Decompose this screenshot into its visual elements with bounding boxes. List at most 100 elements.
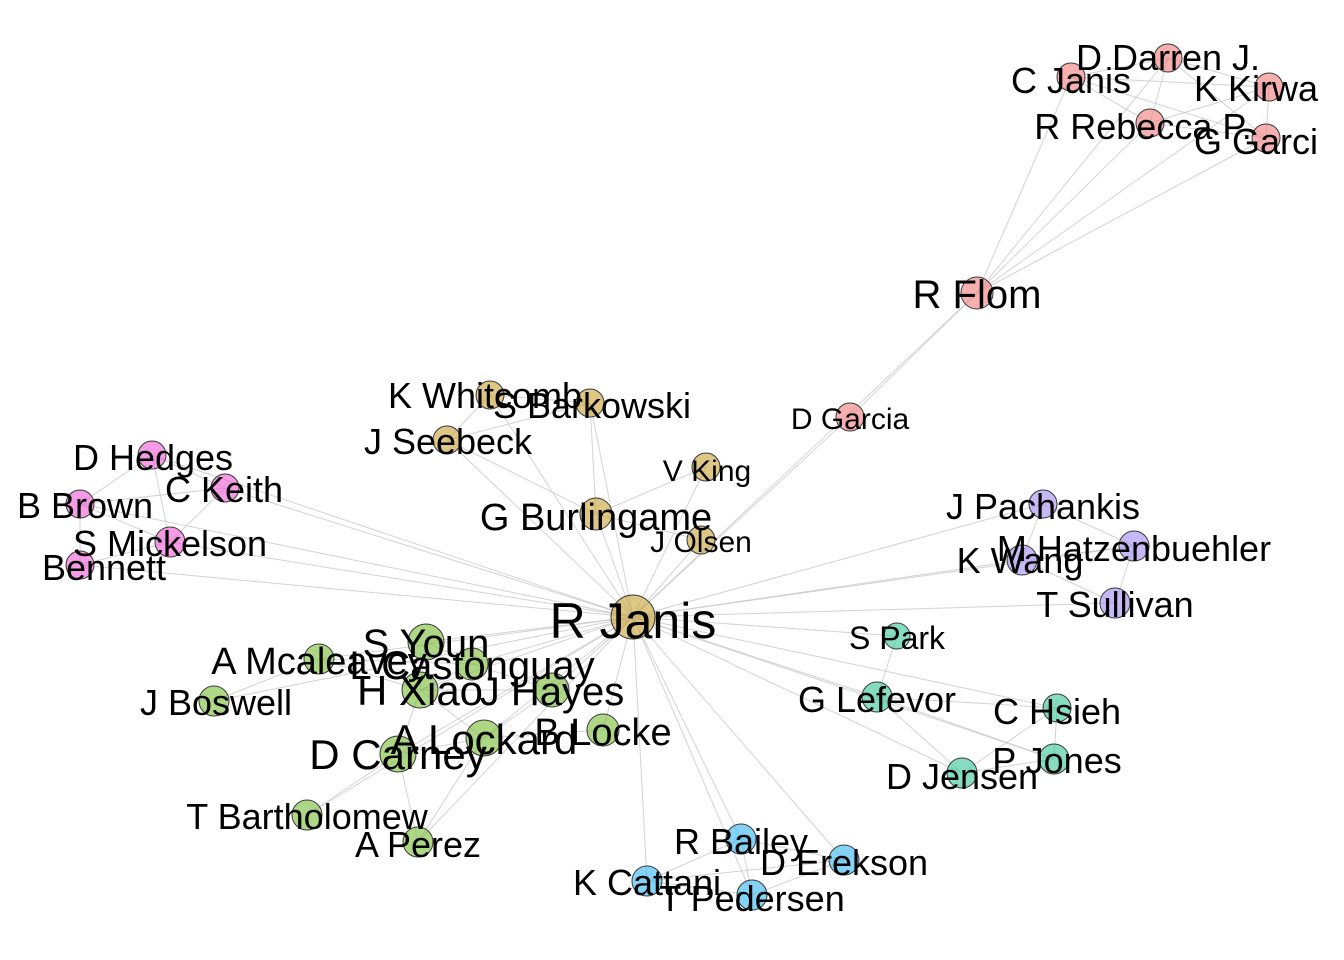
edge-glefevor-chsieh bbox=[876, 696, 1058, 709]
edge-rflom-kkirwan bbox=[976, 86, 1270, 294]
node-jolsen[interactable] bbox=[686, 525, 716, 555]
node-aperez[interactable] bbox=[402, 826, 434, 858]
node-lcastonguay[interactable] bbox=[455, 647, 489, 681]
node-tsullivan[interactable] bbox=[1099, 587, 1131, 619]
edge-bbrown-smickelson bbox=[79, 503, 171, 543]
edge-rflom-rrebecca bbox=[976, 122, 1151, 294]
edge-rjanis-amcaleavey bbox=[318, 616, 634, 660]
node-label-vking: V King bbox=[663, 455, 751, 488]
node-bbrown[interactable] bbox=[65, 489, 95, 519]
node-label-lcastonguay: L Castonguay bbox=[349, 644, 594, 688]
edge-rjanis-smickelson bbox=[169, 541, 634, 618]
node-rrebecca[interactable] bbox=[1135, 108, 1165, 138]
node-spark[interactable] bbox=[883, 622, 911, 650]
node-jhayes[interactable] bbox=[534, 672, 570, 708]
node-label-tsullivan: T Sullivan bbox=[1036, 584, 1193, 625]
node-amcaleavey[interactable] bbox=[303, 643, 335, 675]
node-label-smickelson: S Mickelson bbox=[73, 523, 267, 564]
node-label-kwhitcomb: K Whitcomb bbox=[388, 375, 582, 416]
node-vking[interactable] bbox=[691, 452, 721, 482]
node-ddarren[interactable] bbox=[1153, 43, 1183, 73]
node-rflom[interactable] bbox=[960, 276, 994, 310]
node-cjanis[interactable] bbox=[1056, 62, 1086, 92]
node-rbailey[interactable] bbox=[725, 823, 757, 855]
network-nodes bbox=[65, 43, 1284, 911]
edge-rbailey-derekson bbox=[740, 838, 845, 861]
node-smickelson[interactable] bbox=[154, 526, 186, 558]
edge-rjanis-chsieh bbox=[632, 616, 1058, 709]
edge-mhatzenbuehler-kwang bbox=[1021, 545, 1135, 561]
node-label-rrebecca: R Rebecca P. bbox=[1034, 106, 1251, 147]
node-kwhitcomb[interactable] bbox=[475, 380, 505, 410]
edge-rjanis-jseebeck bbox=[446, 439, 634, 618]
edge-glefevor-djensen bbox=[876, 696, 963, 774]
edge-kcattani-tpedersen bbox=[646, 880, 753, 896]
node-label-kcattani: K Cattani bbox=[573, 862, 721, 903]
edge-rbailey-kcattani bbox=[646, 838, 742, 882]
edge-rjanis-dgarcia bbox=[632, 416, 851, 618]
node-gburlingame[interactable] bbox=[579, 497, 613, 531]
edge-cjanis-ggarcia bbox=[1070, 76, 1267, 139]
node-djensen[interactable] bbox=[946, 757, 978, 789]
node-dcarney[interactable] bbox=[379, 735, 417, 773]
edge-rflom-cjanis bbox=[976, 76, 1072, 294]
node-label-rjanis: R Janis bbox=[550, 593, 717, 649]
node-jpachankis[interactable] bbox=[1028, 489, 1058, 519]
node-syoun[interactable] bbox=[407, 623, 445, 661]
node-derekson[interactable] bbox=[828, 844, 860, 876]
edge-cjanis-ddarren bbox=[1070, 57, 1169, 78]
node-tbartholomew[interactable] bbox=[291, 799, 323, 831]
node-kkirwan[interactable] bbox=[1254, 72, 1284, 102]
node-dhedges[interactable] bbox=[137, 440, 167, 470]
node-chsieh[interactable] bbox=[1042, 693, 1072, 723]
edge-amcaleavey-jboswell bbox=[213, 658, 320, 702]
node-kcattani[interactable] bbox=[631, 865, 663, 897]
node-hxiao[interactable] bbox=[401, 671, 439, 709]
edge-kwang-tsullivan bbox=[1021, 559, 1116, 604]
node-label-sbarkowski: S Barkowski bbox=[493, 385, 691, 426]
node-alockard[interactable] bbox=[465, 719, 503, 757]
node-jseebeck[interactable] bbox=[432, 425, 462, 455]
node-label-amcaleavey: A Mcaleavey bbox=[211, 641, 426, 683]
node-bennett[interactable] bbox=[65, 550, 95, 580]
edge-alockard-aperez bbox=[417, 737, 485, 843]
edge-gburlingame-vking bbox=[595, 466, 707, 515]
node-tpedersen[interactable] bbox=[736, 879, 768, 911]
node-sbarkowski[interactable] bbox=[575, 388, 605, 418]
node-dgarcia[interactable] bbox=[835, 402, 865, 432]
edge-rjanis-djensen bbox=[632, 616, 963, 774]
node-ckeith[interactable] bbox=[210, 473, 240, 503]
node-label-glefevor: G Lefevor bbox=[798, 679, 956, 720]
node-label-ddarren: D Darren J. bbox=[1076, 37, 1260, 78]
node-blocke[interactable] bbox=[586, 713, 620, 747]
node-label-jolsen: J Olsen bbox=[650, 526, 752, 559]
edge-kwhitcomb-sbarkowski bbox=[489, 394, 591, 404]
edge-rjanis-bennett bbox=[79, 564, 634, 618]
node-label-gburlingame: G Burlingame bbox=[480, 497, 712, 539]
edge-alockard-blocke bbox=[483, 729, 604, 739]
edge-rjanis-lcastonguay bbox=[471, 616, 634, 665]
node-label-cjanis: C Janis bbox=[1011, 60, 1131, 101]
edge-rjanis-pjones bbox=[632, 616, 1055, 760]
node-label-blocke: B Locke bbox=[534, 712, 671, 754]
edge-gburlingame-sbarkowski bbox=[589, 402, 597, 515]
node-rjanis[interactable] bbox=[610, 594, 656, 640]
edge-rjanis-bbrown bbox=[79, 503, 634, 618]
edge-kkirwan-rrebecca bbox=[1149, 86, 1270, 124]
node-jboswell[interactable] bbox=[198, 685, 230, 717]
node-label-derekson: D Erekson bbox=[760, 842, 928, 883]
node-pjones[interactable] bbox=[1038, 743, 1070, 775]
edge-pjones-djensen bbox=[961, 758, 1055, 774]
node-mhatzenbuehler[interactable] bbox=[1118, 530, 1150, 562]
network-edges bbox=[79, 57, 1270, 896]
node-label-kkirwan: K Kirwa bbox=[1194, 68, 1319, 109]
node-kwang[interactable] bbox=[1006, 544, 1038, 576]
edge-rrebecca-ggarcia bbox=[1149, 122, 1267, 139]
node-label-pjones: P Jones bbox=[992, 740, 1121, 781]
node-label-dgarcia: D Garcia bbox=[791, 403, 910, 436]
node-glefevor[interactable] bbox=[861, 681, 893, 713]
node-ggarcia[interactable] bbox=[1251, 123, 1281, 153]
node-label-jhayes: J Hayes bbox=[480, 670, 625, 714]
node-label-spark: S Park bbox=[849, 620, 946, 656]
